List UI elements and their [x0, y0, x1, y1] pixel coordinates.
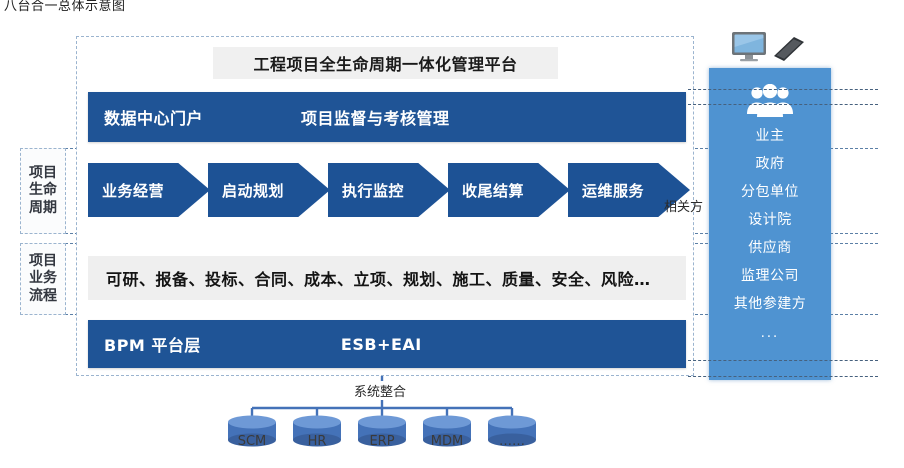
- cross-dash-bottom-2: [688, 376, 878, 377]
- stakeholder-item[interactable]: 业主: [755, 128, 785, 144]
- cross-dash-top-1: [688, 89, 878, 90]
- stakeholder-item[interactable]: 监理公司: [741, 268, 799, 284]
- system-label-more: ……: [499, 434, 525, 449]
- data-center-portal-bar[interactable]: 数据中心门户 项目监督与考核管理: [88, 92, 686, 142]
- stakeholder-item[interactable]: 设计院: [748, 212, 792, 228]
- cross-dash-top-2: [688, 104, 878, 105]
- cross-dash-bottom-1: [688, 360, 878, 361]
- stakeholder-item[interactable]: 供应商: [748, 240, 792, 256]
- stakeholder-item[interactable]: 其他参建方: [733, 296, 807, 312]
- database-cylinder: [358, 415, 406, 447]
- database-cylinder: [228, 415, 276, 447]
- smartphone-icon: [774, 37, 804, 61]
- system-label-mdm: MDM: [430, 434, 464, 449]
- device-icons: [728, 28, 818, 64]
- stakeholders-caption: 相关方: [664, 200, 704, 215]
- system-label-hr: HR: [307, 434, 327, 449]
- stakeholder-list: 业主 政府 分包单位 设计院 供应商 监理公司 其他参建方 ...: [709, 122, 831, 347]
- system-integration-area: [210, 376, 600, 464]
- lifecycle-stage-1[interactable]: 业务经营: [88, 163, 210, 217]
- stakeholder-panel: 业主 政府 分包单位 设计院 供应商 监理公司 其他参建方 ...: [709, 68, 831, 380]
- database-cylinder: [488, 415, 536, 447]
- band-label-lifecycle: 项目生命周期: [20, 148, 66, 234]
- portal-mid-label: 项目监督与考核管理: [301, 109, 450, 128]
- system-integration-label: 系统整合: [352, 381, 409, 400]
- page-caption: 八台合一总体示意图: [4, 0, 126, 14]
- stakeholder-item-more: ...: [760, 326, 780, 341]
- database-cylinder: [423, 415, 471, 447]
- lifecycle-stage-row: 业务经营 启动规划 执行监控 收尾结算 运维服务: [88, 163, 690, 217]
- lifecycle-stage-4[interactable]: 收尾结算: [448, 163, 570, 217]
- system-label-erp: ERP: [369, 434, 395, 449]
- lifecycle-stage-3[interactable]: 执行监控: [328, 163, 450, 217]
- stakeholder-item[interactable]: 政府: [755, 156, 785, 172]
- desktop-monitor-icon: [732, 32, 766, 62]
- database-cylinder: [293, 415, 341, 447]
- bpm-platform-bar[interactable]: BPM 平台层 ESB+EAI: [88, 320, 686, 368]
- people-group-icon: [747, 84, 793, 117]
- page-title: 工程项目全生命周期一体化管理平台: [213, 47, 558, 79]
- system-label-scm: SCM: [237, 434, 267, 449]
- stakeholder-item[interactable]: 分包单位: [741, 184, 799, 200]
- band-label-process: 项目业务流程: [20, 243, 66, 315]
- business-process-strip: 可研、报备、投标、合同、成本、立项、规划、施工、质量、安全、风险…: [88, 256, 686, 300]
- bpm-mid-label: ESB+EAI: [340, 334, 422, 354]
- lifecycle-stage-2[interactable]: 启动规划: [208, 163, 330, 217]
- band-label-lifecycle-text: 项目生命周期: [29, 164, 57, 216]
- bpm-left-label: BPM 平台层: [104, 336, 201, 355]
- portal-left-label: 数据中心门户: [104, 109, 204, 128]
- band-label-process-text: 项目业务流程: [29, 252, 57, 304]
